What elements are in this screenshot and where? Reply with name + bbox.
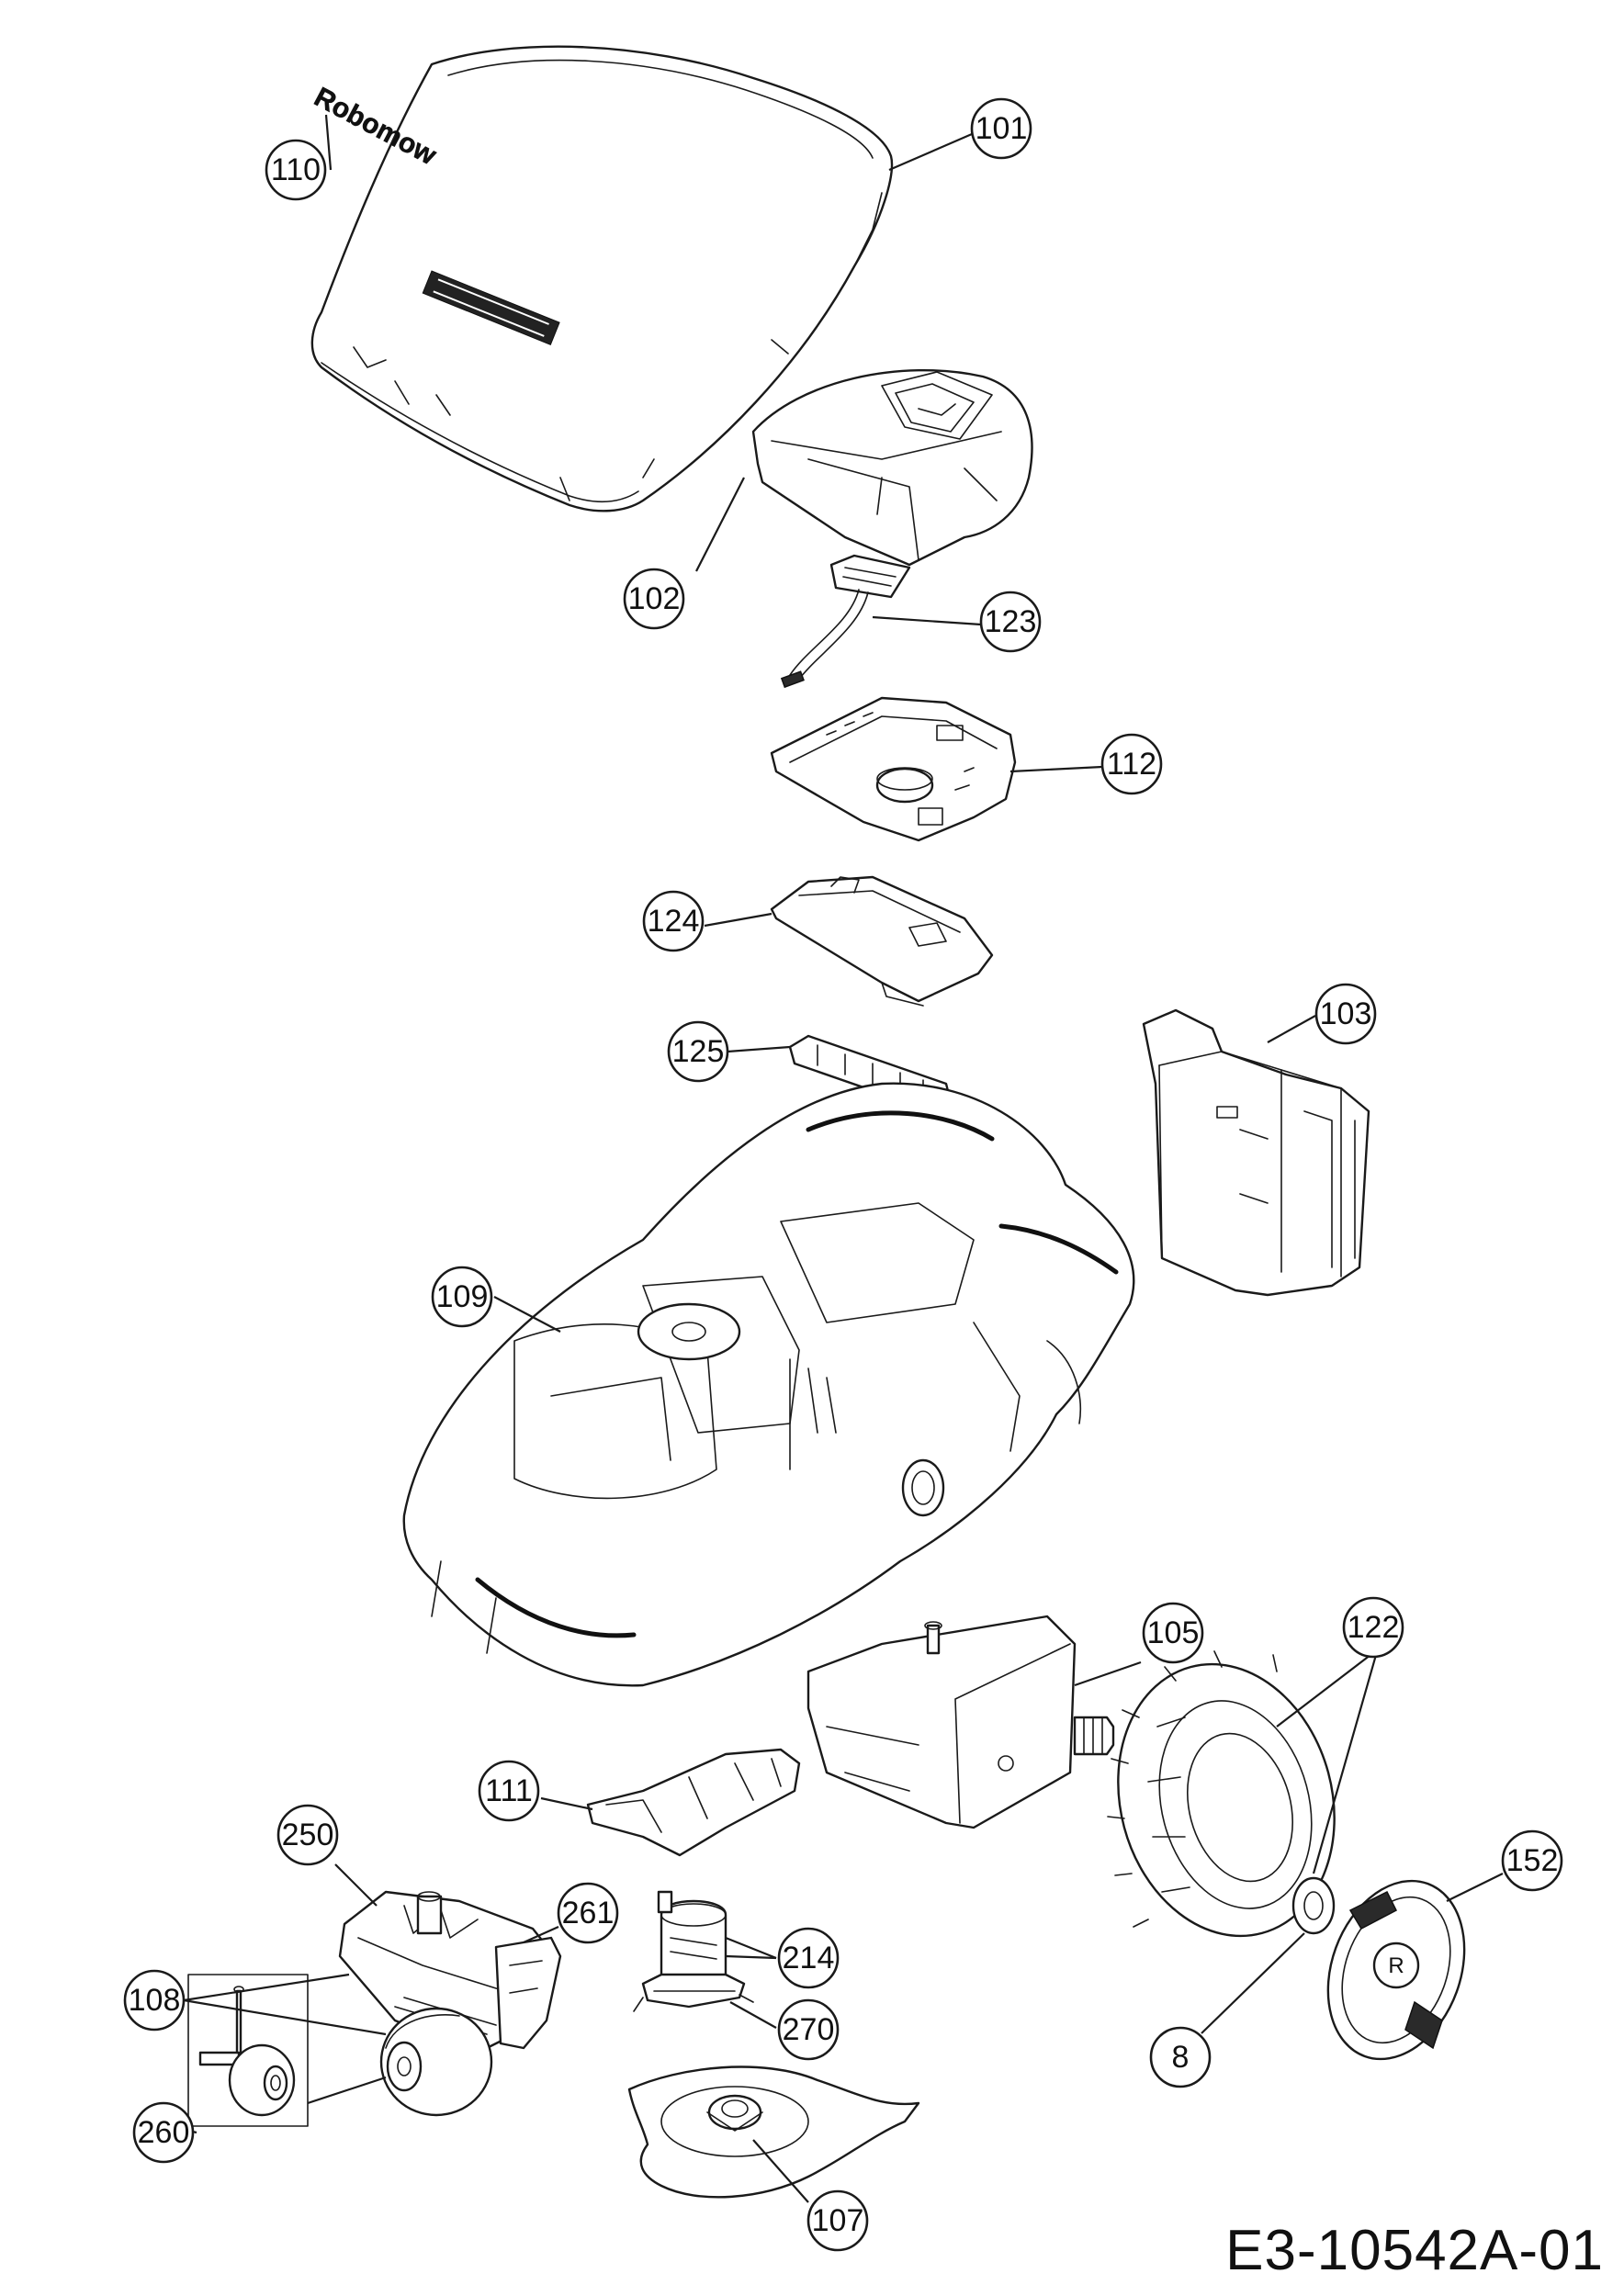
svg-text:152: 152 <box>1506 1843 1559 1878</box>
blade-motor-mount-part <box>633 1973 754 2012</box>
callout-270: 270 <box>777 1998 840 2061</box>
svg-text:101: 101 <box>976 111 1028 146</box>
svg-text:124: 124 <box>648 904 700 939</box>
drawing-code-label: E3-10542A-01 <box>1225 2219 1604 2282</box>
svg-text:125: 125 <box>672 1034 725 1069</box>
svg-text:103: 103 <box>1320 996 1372 1031</box>
callout-105: 105 <box>1142 1602 1204 1664</box>
callout-103: 103 <box>1314 983 1377 1045</box>
svg-text:R: R <box>1388 1953 1404 1978</box>
svg-text:261: 261 <box>562 1896 615 1930</box>
svg-text:110: 110 <box>271 152 321 187</box>
circuit-board-bracket-part <box>770 875 994 1007</box>
callout-250: 250 <box>276 1804 339 1866</box>
svg-text:260: 260 <box>138 2115 190 2150</box>
callout-107: 107 <box>806 2189 869 2252</box>
svg-text:112: 112 <box>1107 747 1156 782</box>
callout-110: 110 <box>265 139 327 201</box>
drive-motor-part <box>806 1615 1115 1829</box>
callout-214: 214 <box>777 1927 840 1989</box>
svg-text:214: 214 <box>783 1941 835 1975</box>
svg-text:270: 270 <box>783 2012 835 2047</box>
control-panel-housing-part <box>751 368 1033 567</box>
callout-122: 122 <box>1342 1596 1404 1659</box>
callout-102: 102 <box>623 568 685 630</box>
keypad-flex-cable-part <box>780 554 911 689</box>
svg-text:109: 109 <box>436 1279 489 1314</box>
callout-8: 8 <box>1149 2026 1212 2088</box>
svg-text:250: 250 <box>282 1818 334 1852</box>
callout-261: 261 <box>557 1882 619 1944</box>
top-cover-part <box>310 45 894 512</box>
battery-compartment-part <box>1142 1008 1370 1297</box>
callout-101: 101 <box>970 97 1032 160</box>
wheel-cap-part: R <box>1326 1879 1466 2061</box>
svg-text:105: 105 <box>1147 1615 1200 1650</box>
svg-text:111: 111 <box>485 1773 533 1808</box>
leader-lines <box>183 114 1504 2203</box>
front-wheel-bracket-part <box>494 1936 562 2050</box>
svg-text:122: 122 <box>1348 1610 1400 1645</box>
svg-text:123: 123 <box>985 604 1037 639</box>
callout-125: 125 <box>667 1020 729 1083</box>
front-bracket-part <box>586 1748 801 1857</box>
drive-wheel-part <box>1107 1650 1336 1938</box>
callout-108: 108 <box>123 1969 186 2032</box>
callout-111: 111 <box>478 1760 540 1822</box>
svg-text:107: 107 <box>812 2203 864 2238</box>
callout-152: 152 <box>1501 1829 1563 1892</box>
callout-123: 123 <box>979 591 1042 653</box>
svg-text:108: 108 <box>129 1983 181 2018</box>
caster-wheel-part <box>187 1974 309 2127</box>
wheel-hub-insert-part <box>1291 1876 1336 1935</box>
blade-disc-part <box>627 2065 920 2199</box>
main-circuit-board-part <box>770 696 1017 842</box>
chassis-body-part <box>402 1082 1135 1687</box>
callout-124: 124 <box>642 890 705 952</box>
svg-text:102: 102 <box>628 581 681 616</box>
callout-109: 109 <box>431 1266 493 1328</box>
callout-112: 112 <box>1100 733 1163 795</box>
svg-text:8: 8 <box>1172 2040 1190 2075</box>
callout-260: 260 <box>132 2101 195 2164</box>
front-wheel-part <box>379 2007 493 2117</box>
